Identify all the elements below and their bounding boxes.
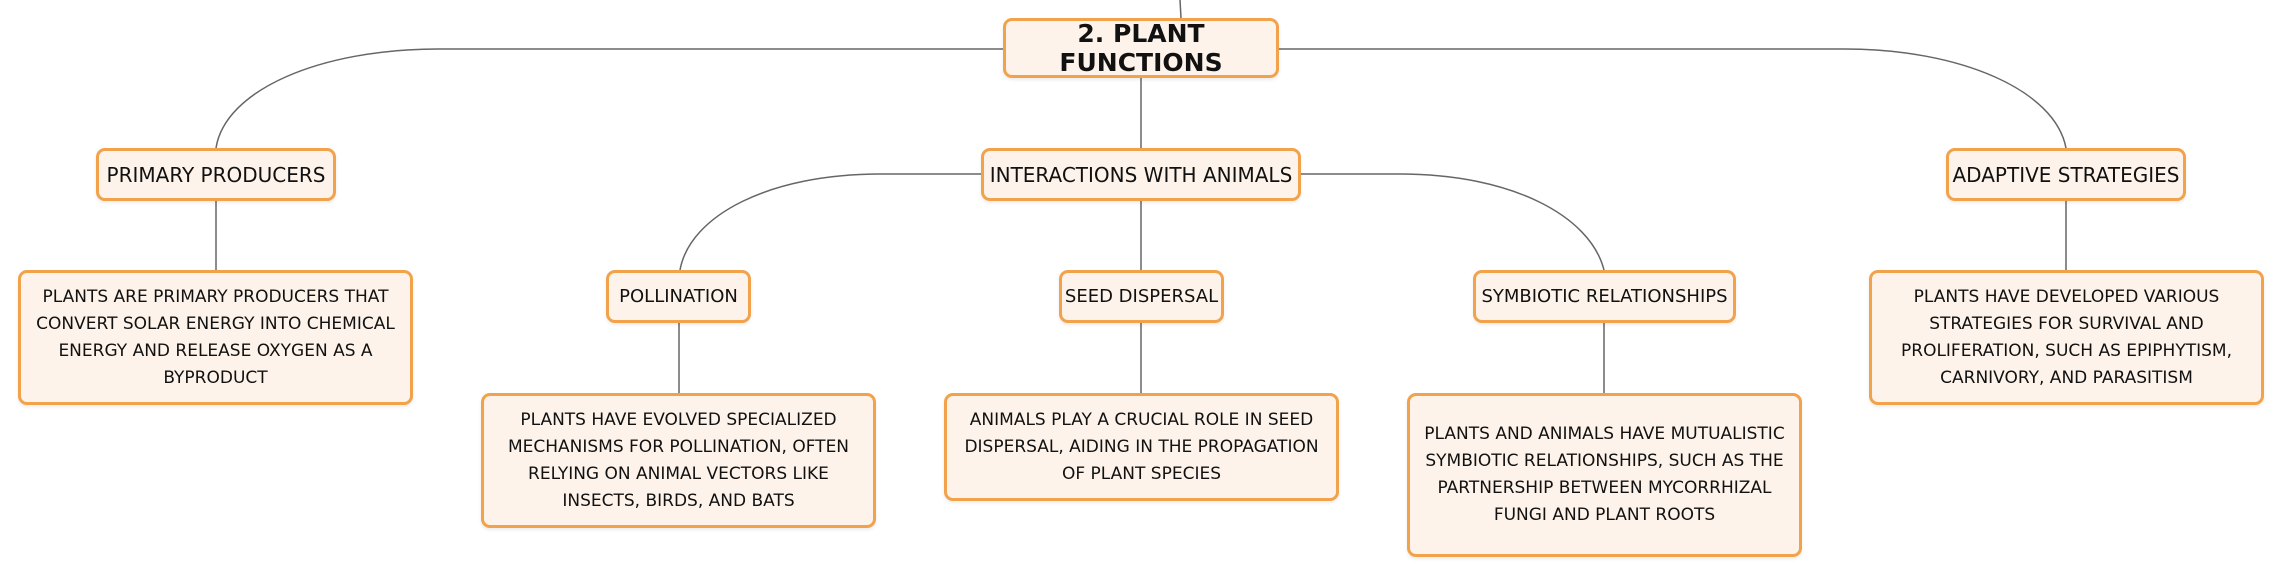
adaptive-strategies-label: ADAPTIVE STRATEGIES: [1952, 162, 2180, 187]
pollination-detail-text: PLANTS HAVE EVOLVED SPECIALIZED MECHANIS…: [507, 409, 850, 511]
seed-dispersal-label: SEED DISPERSAL: [1064, 286, 1219, 307]
adaptive-strategies-detail-text: PLANTS HAVE DEVELOPED VARIOUS STRATEGIES…: [1901, 286, 2232, 388]
root-topic-label: 2. PLANT FUNCTIONS: [1059, 19, 1223, 77]
pollination-node[interactable]: POLLINATION: [606, 270, 751, 323]
connector-root-to-adaptive-strategies: [1279, 48, 2067, 149]
primary-producers-label: PRIMARY PRODUCERS: [106, 162, 326, 187]
connector-interactions-to-pollination: [679, 173, 981, 271]
connector-parent-to-root: [1179, 0, 1182, 19]
seed-dispersal-node[interactable]: SEED DISPERSAL: [1059, 270, 1224, 323]
primary-producers-detail-node[interactable]: PLANTS ARE PRIMARY PRODUCERS THAT CONVER…: [18, 270, 413, 405]
pollination-label: POLLINATION: [619, 286, 738, 307]
interactions-with-animals-node[interactable]: INTERACTIONS WITH ANIMALS: [981, 148, 1301, 201]
symbiotic-relationships-label: SYMBIOTIC RELATIONSHIPS: [1481, 286, 1728, 307]
primary-producers-node[interactable]: PRIMARY PRODUCERS: [96, 148, 336, 201]
adaptive-strategies-node[interactable]: ADAPTIVE STRATEGIES: [1946, 148, 2186, 201]
connector-root-to-primary-producers: [215, 48, 1003, 149]
primary-producers-detail-text: PLANTS ARE PRIMARY PRODUCERS THAT CONVER…: [36, 286, 395, 388]
connector-interactions-to-symbiotic: [1301, 173, 1605, 271]
seed-dispersal-detail-text: ANIMALS PLAY A CRUCIAL ROLE IN SEED DISP…: [964, 409, 1319, 484]
symbiotic-relationships-detail-text: PLANTS AND ANIMALS HAVE MUTUALISTIC SYMB…: [1424, 424, 1785, 525]
adaptive-strategies-detail-node[interactable]: PLANTS HAVE DEVELOPED VARIOUS STRATEGIES…: [1869, 270, 2264, 405]
seed-dispersal-detail-node[interactable]: ANIMALS PLAY A CRUCIAL ROLE IN SEED DISP…: [944, 393, 1339, 501]
pollination-detail-node[interactable]: PLANTS HAVE EVOLVED SPECIALIZED MECHANIS…: [481, 393, 876, 528]
symbiotic-relationships-detail-node[interactable]: PLANTS AND ANIMALS HAVE MUTUALISTIC SYMB…: [1407, 393, 1802, 557]
interactions-with-animals-label: INTERACTIONS WITH ANIMALS: [989, 162, 1293, 187]
root-topic-node[interactable]: 2. PLANT FUNCTIONS: [1003, 18, 1279, 78]
symbiotic-relationships-node[interactable]: SYMBIOTIC RELATIONSHIPS: [1473, 270, 1736, 323]
